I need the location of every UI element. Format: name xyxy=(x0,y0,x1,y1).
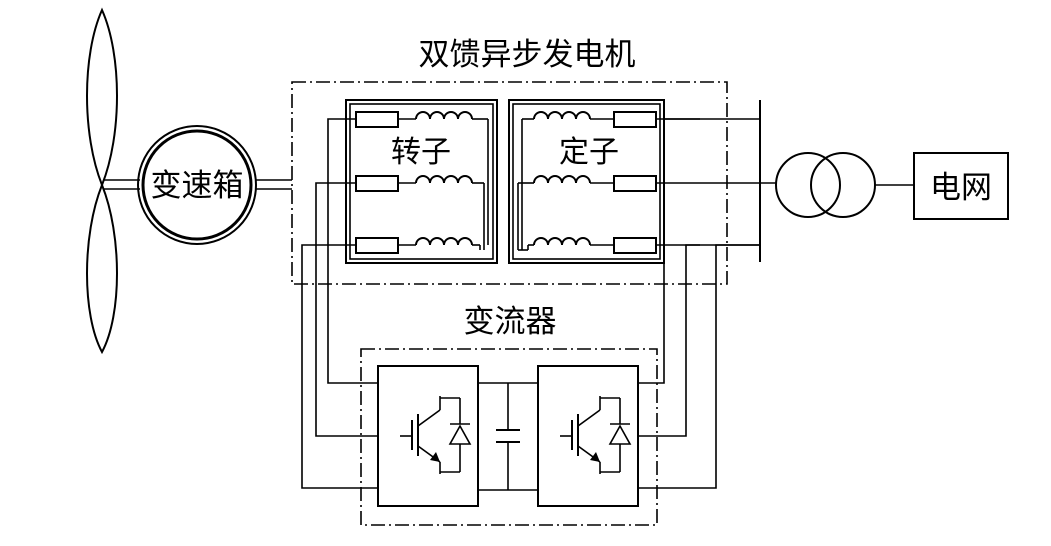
converter-label: 变流器 xyxy=(464,304,557,340)
stator-label: 定子 xyxy=(559,135,619,170)
grid-converter-wiring xyxy=(638,118,760,489)
turbine-blades xyxy=(86,7,118,355)
dfig-label: 双馈异步发电机 xyxy=(419,37,636,73)
rotor-windings xyxy=(355,111,489,254)
grid-label: 电网 xyxy=(930,170,992,206)
stator-grid-bus xyxy=(656,100,776,262)
gearbox-label: 变速箱 xyxy=(151,168,244,204)
rotor-converter-wiring xyxy=(301,118,378,489)
gearbox: 变速箱 xyxy=(137,125,257,245)
grid-side-converter xyxy=(537,365,639,507)
converter-boundary xyxy=(360,348,658,526)
transformer xyxy=(775,152,914,218)
grid-box: 电网 xyxy=(913,152,1009,220)
high-speed-shaft xyxy=(255,179,292,190)
low-speed-shaft xyxy=(104,179,140,190)
dc-link-capacitor xyxy=(478,382,538,491)
rotor-side-converter xyxy=(377,365,479,507)
rotor-box: 转子 xyxy=(345,99,498,264)
rotor-label: 转子 xyxy=(391,135,451,170)
stator-windings xyxy=(517,111,657,254)
